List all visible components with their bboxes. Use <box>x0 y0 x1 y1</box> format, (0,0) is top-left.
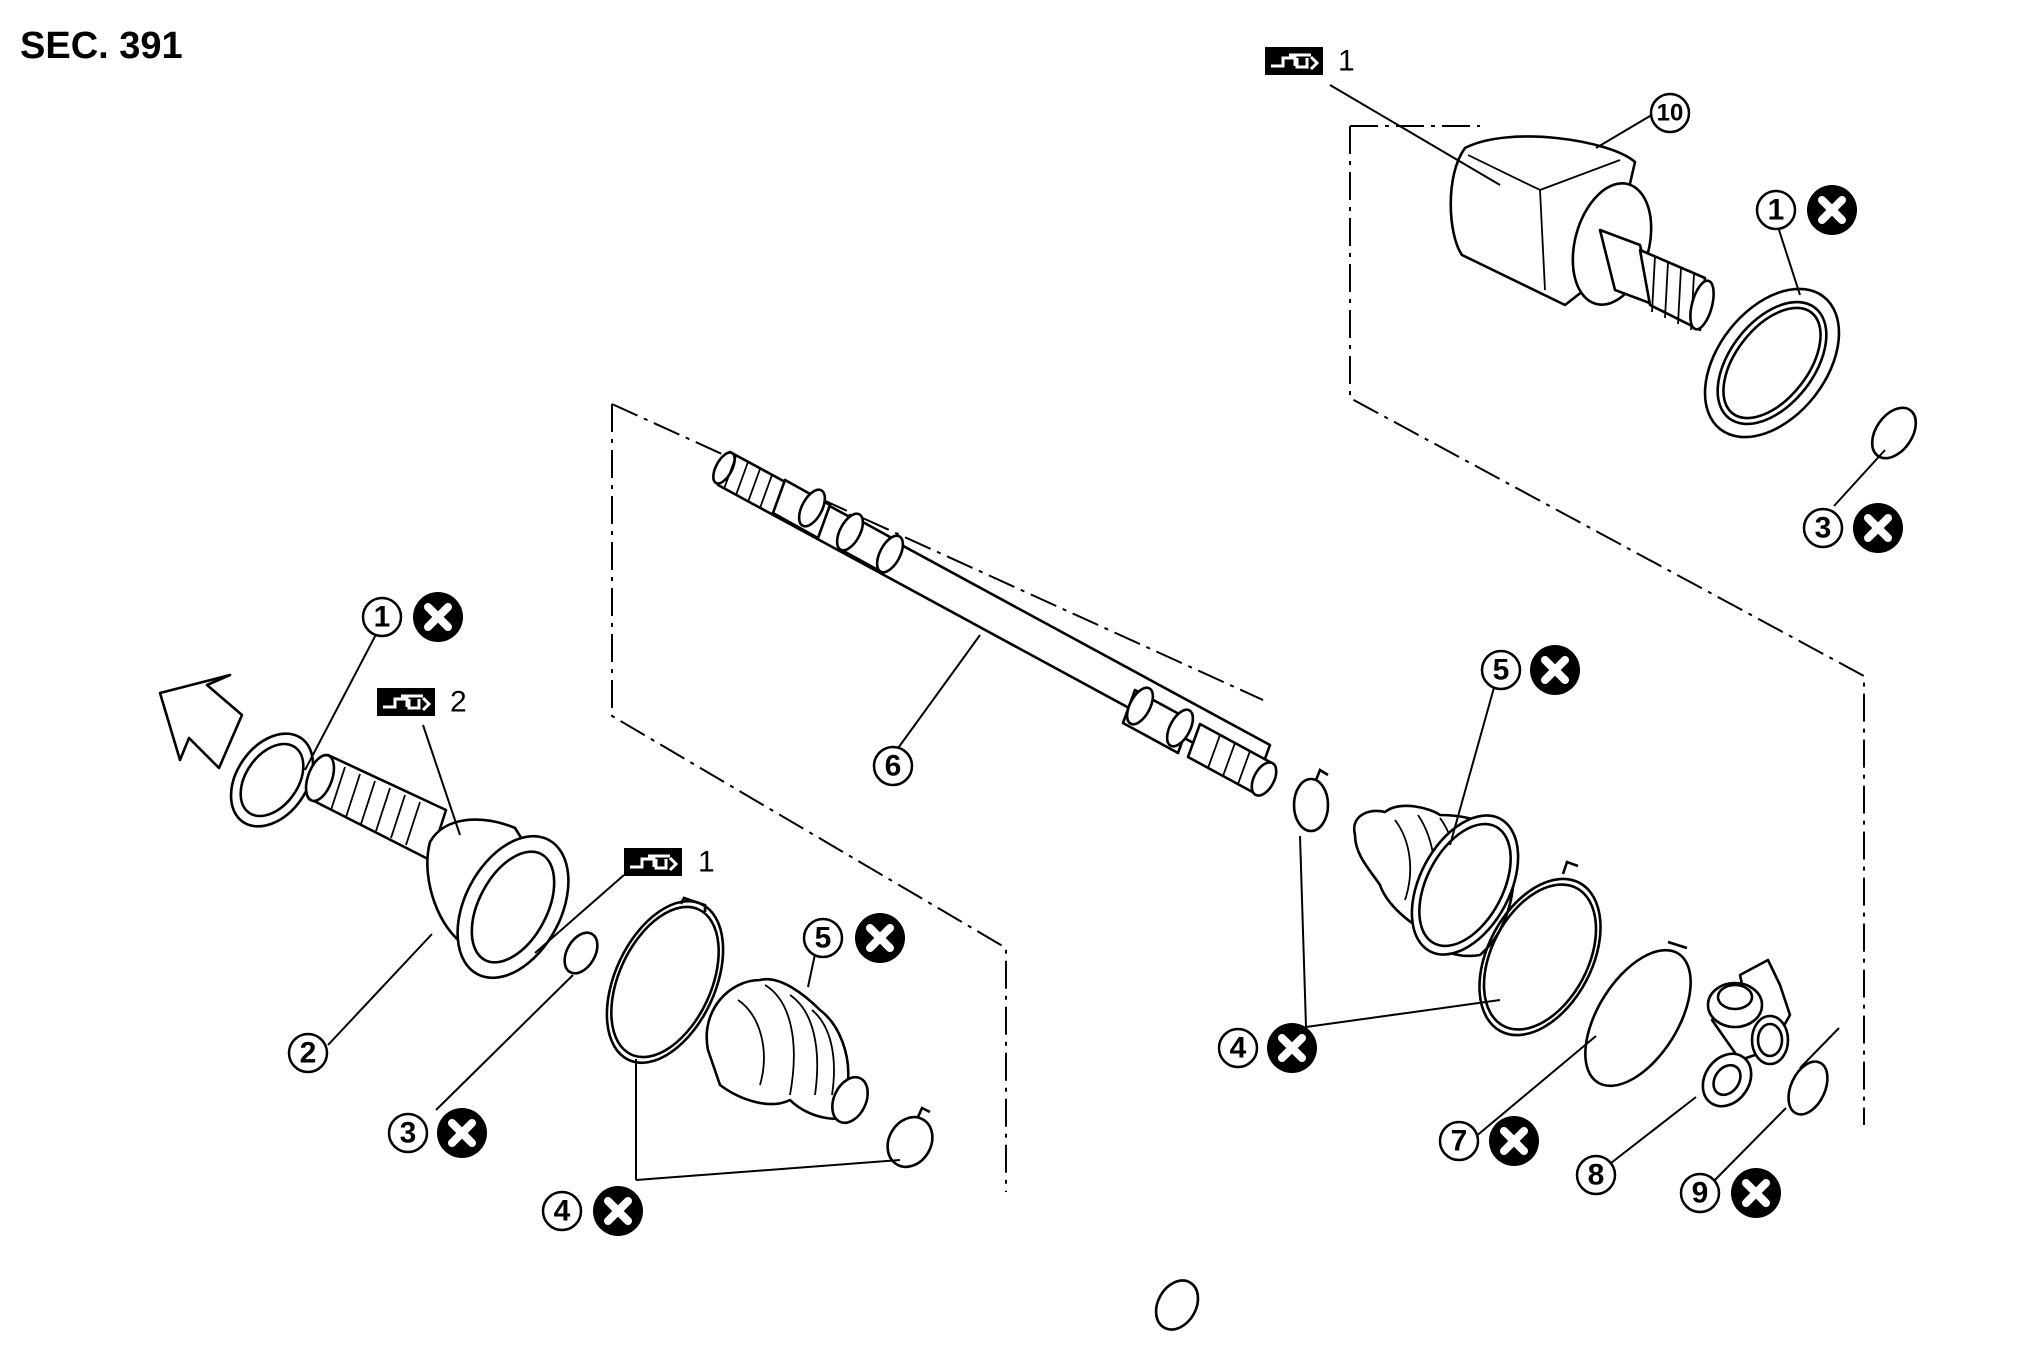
callout-6: 6 <box>872 745 914 787</box>
torque-wrench-icon <box>1263 45 1325 77</box>
section-label: SEC. 391 <box>20 25 183 67</box>
callout-8: 8 <box>1575 1154 1617 1196</box>
svg-text:2: 2 <box>300 1037 317 1070</box>
callout-7: 7 <box>1438 1120 1480 1162</box>
x-circle-icon <box>1731 1168 1781 1218</box>
outer-joint-housing <box>304 753 570 980</box>
svg-text:3: 3 <box>1815 512 1832 545</box>
drive-shaft <box>712 450 1278 797</box>
inner-boot <box>1352 804 1520 958</box>
x-circle-icon <box>1267 1023 1317 1073</box>
callout-1-outer: 1 <box>361 596 403 638</box>
snap-ring-9 <box>1787 1060 1829 1116</box>
inner-dust-seal <box>1703 287 1841 439</box>
leader-lines <box>304 84 1886 1189</box>
inner-boot-band-small <box>1154 768 1330 1331</box>
outer-boot-band-large <box>605 896 725 1065</box>
outer-boot-band-small <box>886 1106 934 1169</box>
svg-text:6: 6 <box>885 750 902 783</box>
outer-snap-ring-3 <box>563 931 599 975</box>
svg-text:4: 4 <box>554 1195 571 1228</box>
x-circle-icon <box>413 592 463 642</box>
callout-4-outer: 4 <box>541 1190 583 1232</box>
torque-ref-outer-housing: 1 <box>698 846 715 879</box>
inner-boot-band-large <box>1478 860 1602 1037</box>
vehicle-front-arrow-icon <box>158 673 244 770</box>
x-circle-icon <box>593 1186 643 1236</box>
inner-housing-boundary <box>611 125 1480 701</box>
callout-3-inner: 3 <box>1802 507 1844 549</box>
svg-text:7: 7 <box>1451 1125 1468 1158</box>
torque-ref-outer: 2 <box>450 686 467 719</box>
snap-ring-7 <box>1584 940 1692 1088</box>
svg-text:4: 4 <box>1230 1032 1247 1065</box>
outer-boot <box>705 977 869 1125</box>
callout-4-inner: 4 <box>1217 1027 1259 1069</box>
inner-joint-housing-10 <box>1449 135 1715 332</box>
inner-joint-group-boundary <box>1349 126 1865 1125</box>
callout-10: 10 <box>1649 92 1691 134</box>
svg-text:3: 3 <box>400 1117 417 1150</box>
svg-text:10: 10 <box>1657 100 1684 127</box>
x-circle-icon <box>1530 645 1580 695</box>
torque-ref-inner: 1 <box>1338 45 1355 78</box>
callout-3-outer: 3 <box>387 1112 429 1154</box>
x-circle-icon <box>1489 1116 1539 1166</box>
x-circle-icon <box>1853 503 1903 553</box>
torque-wrench-icon <box>375 686 437 718</box>
svg-text:1: 1 <box>1768 194 1785 227</box>
callout-5-outer: 5 <box>802 917 844 959</box>
callout-9: 9 <box>1679 1172 1721 1214</box>
svg-text:1: 1 <box>374 601 391 634</box>
svg-text:8: 8 <box>1588 1159 1605 1192</box>
shaft-group-boundary <box>611 404 1007 1192</box>
svg-text:9: 9 <box>1692 1177 1709 1210</box>
callout-2: 2 <box>287 1032 329 1074</box>
outer-dust-seal <box>229 732 315 828</box>
spider-assembly-8 <box>1701 958 1792 1108</box>
x-circle-icon <box>1807 185 1857 235</box>
svg-text:5: 5 <box>1493 654 1510 687</box>
callout-5-inner: 5 <box>1480 649 1522 691</box>
svg-text:5: 5 <box>815 922 832 955</box>
torque-wrench-icon <box>622 846 684 878</box>
callout-1-inner: 1 <box>1755 189 1797 231</box>
x-circle-icon <box>437 1108 487 1158</box>
x-circle-icon <box>855 913 905 963</box>
inner-snap-ring-3 <box>1870 406 1918 460</box>
